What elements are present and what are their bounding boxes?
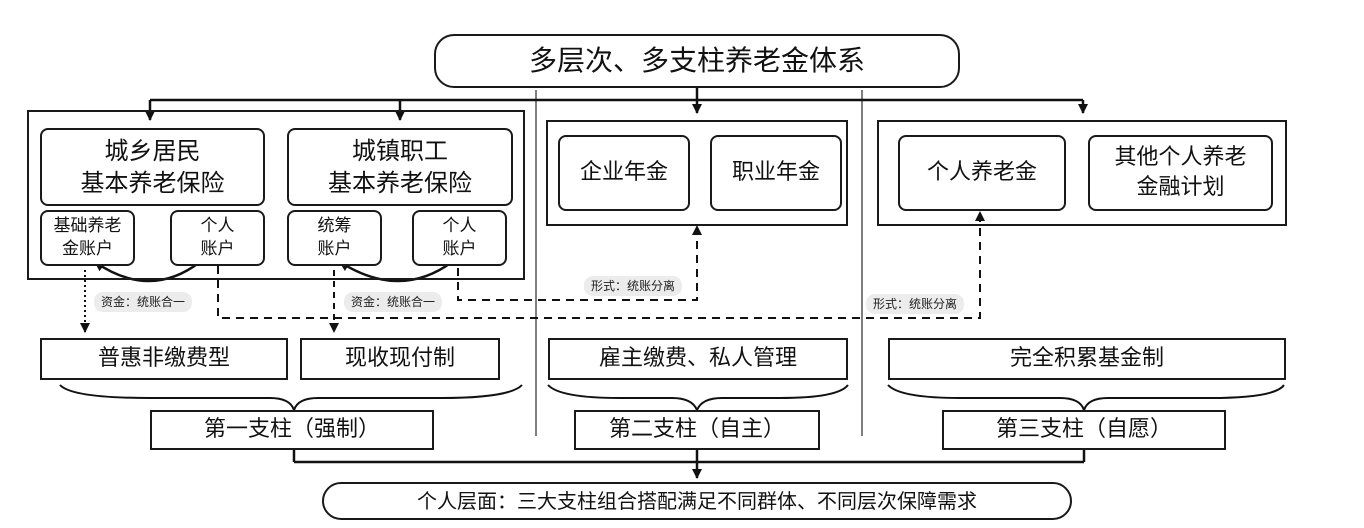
pillar1-frame <box>27 110 525 280</box>
individual-level-statement: 个人层面：三大支柱组合搭配满足不同群体、不同层次保障需求 <box>322 482 1072 520</box>
pillar1-name-box: 第一支柱（强制） <box>150 410 434 450</box>
personal-account-b: 个人 账户 <box>412 210 507 266</box>
system-title: 多层次、多支柱养老金体系 <box>434 34 960 88</box>
bottom-connectors <box>292 448 1086 479</box>
basic-pension-account: 基础养老 金账户 <box>40 210 135 266</box>
fund-arrows <box>80 270 339 333</box>
universal-noncontrib-box: 普惠非缴费型 <box>40 338 288 380</box>
other-personal-finance-box: 其他个人养老 金融计划 <box>1088 135 1273 211</box>
braces <box>59 384 1285 414</box>
pillar3-name-box: 第三支柱（自愿） <box>942 410 1226 450</box>
urban-rural-pension-box: 城乡居民 基本养老保险 <box>40 128 265 206</box>
fund-tag-2: 资金：统账合一 <box>344 292 443 312</box>
funded-accumulation-box: 完全积累基金制 <box>888 338 1286 380</box>
curve-arrows <box>94 260 453 283</box>
paygo-box: 现收现付制 <box>300 338 500 380</box>
pillar2-frame <box>546 120 848 226</box>
form-tag-2: 形式：统账分离 <box>584 276 683 296</box>
enterprise-annuity-box: 企业年金 <box>558 135 690 211</box>
system-title-text: 多层次、多支柱养老金体系 <box>528 44 865 78</box>
form-dashed-lines <box>217 211 985 319</box>
pillar2-name-box: 第二支柱（自主） <box>574 410 820 450</box>
form-tag-3: 形式：统账分离 <box>866 294 965 314</box>
fund-tag-1: 资金：统账合一 <box>94 292 193 312</box>
pillar3-frame <box>877 120 1287 226</box>
pooled-account: 统筹 账户 <box>287 210 382 266</box>
individual-pension-box: 个人养老金 <box>898 135 1066 211</box>
employer-contrib-box: 雇主缴费、私人管理 <box>548 338 848 380</box>
urban-employee-pension-box: 城镇职工 基本养老保险 <box>287 128 513 206</box>
personal-account-a: 个人 账户 <box>170 210 265 266</box>
occupational-annuity-box: 职业年金 <box>710 135 842 211</box>
